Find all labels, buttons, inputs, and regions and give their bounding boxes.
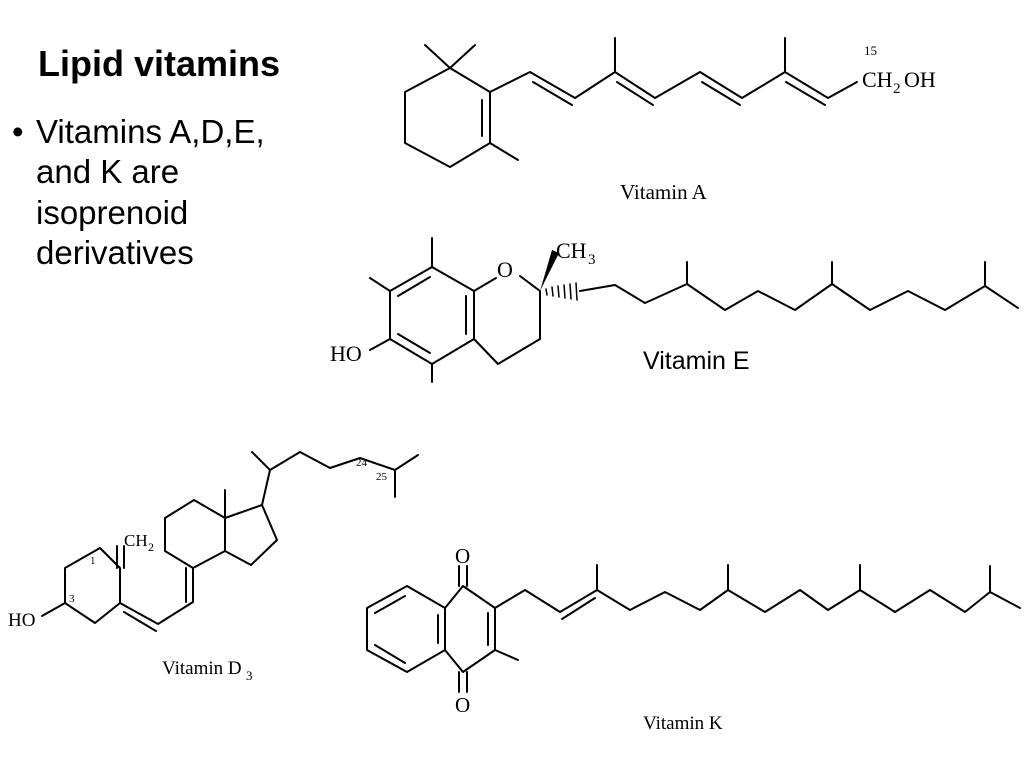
vitamin-d3-hydroxyl: HO	[8, 610, 35, 631]
vitamin-e-ch3-subscript: 3	[588, 252, 596, 268]
vitamin-k-oxygen-top: O	[455, 544, 470, 568]
vitamin-e-ch-text: CH	[556, 238, 587, 263]
vitamin-d3-ch-text: CH	[124, 531, 148, 550]
vitamin-d3-ch2-subscript: 2	[148, 540, 154, 554]
vitamin-k-label: Vitamin K	[643, 713, 723, 734]
vitamin-k-structure: O O Vitamin K	[366, 544, 1021, 734]
bullet-line-3: isoprenoid	[36, 193, 189, 231]
bullet-line-1: Vitamins A,D,E,	[36, 113, 265, 150]
bullet-point: • Vitamins A,D,E, and K are isoprenoid d…	[12, 112, 352, 273]
vitamin-d3-locant-25: 25	[376, 471, 388, 483]
vitamin-d3-locant-24: 24	[356, 457, 368, 469]
vitamin-a-label: Vitamin A	[620, 180, 708, 204]
bullet-marker: •	[12, 113, 24, 150]
vitamin-d3-locant-1: 1	[90, 555, 96, 567]
vitamin-a-ch-text: CH	[862, 67, 893, 92]
vitamin-a-structure: CH 2 OH 15 Vitamin A	[404, 37, 936, 204]
vitamin-a-ch2-subscript: 2	[893, 81, 901, 97]
vitamin-e-label: Vitamin E	[643, 347, 750, 375]
bullet-line-4: derivatives	[36, 233, 194, 271]
vitamin-d3-structure: CH 2 HO 1 3 24 25 Vitamin D 3	[8, 451, 419, 683]
bullet-line-2: and K are	[36, 153, 180, 191]
vitamin-d3-label-subscript: 3	[246, 668, 253, 683]
vitamin-a-oh-text: OH	[904, 67, 936, 92]
vitamin-a-locant-15: 15	[864, 43, 877, 58]
vitamin-d3-label: Vitamin D	[162, 658, 242, 679]
vitamin-d3-locant-3: 3	[69, 593, 75, 605]
slide-title: Lipid vitamins	[38, 43, 281, 84]
vitamin-e-structure: O CH 3 HO Vitamin E	[330, 237, 1019, 383]
vitamin-e-hydroxyl: HO	[330, 341, 362, 366]
vitamin-e-ring-oxygen: O	[497, 257, 513, 282]
vitamin-k-oxygen-bottom: O	[455, 693, 470, 717]
